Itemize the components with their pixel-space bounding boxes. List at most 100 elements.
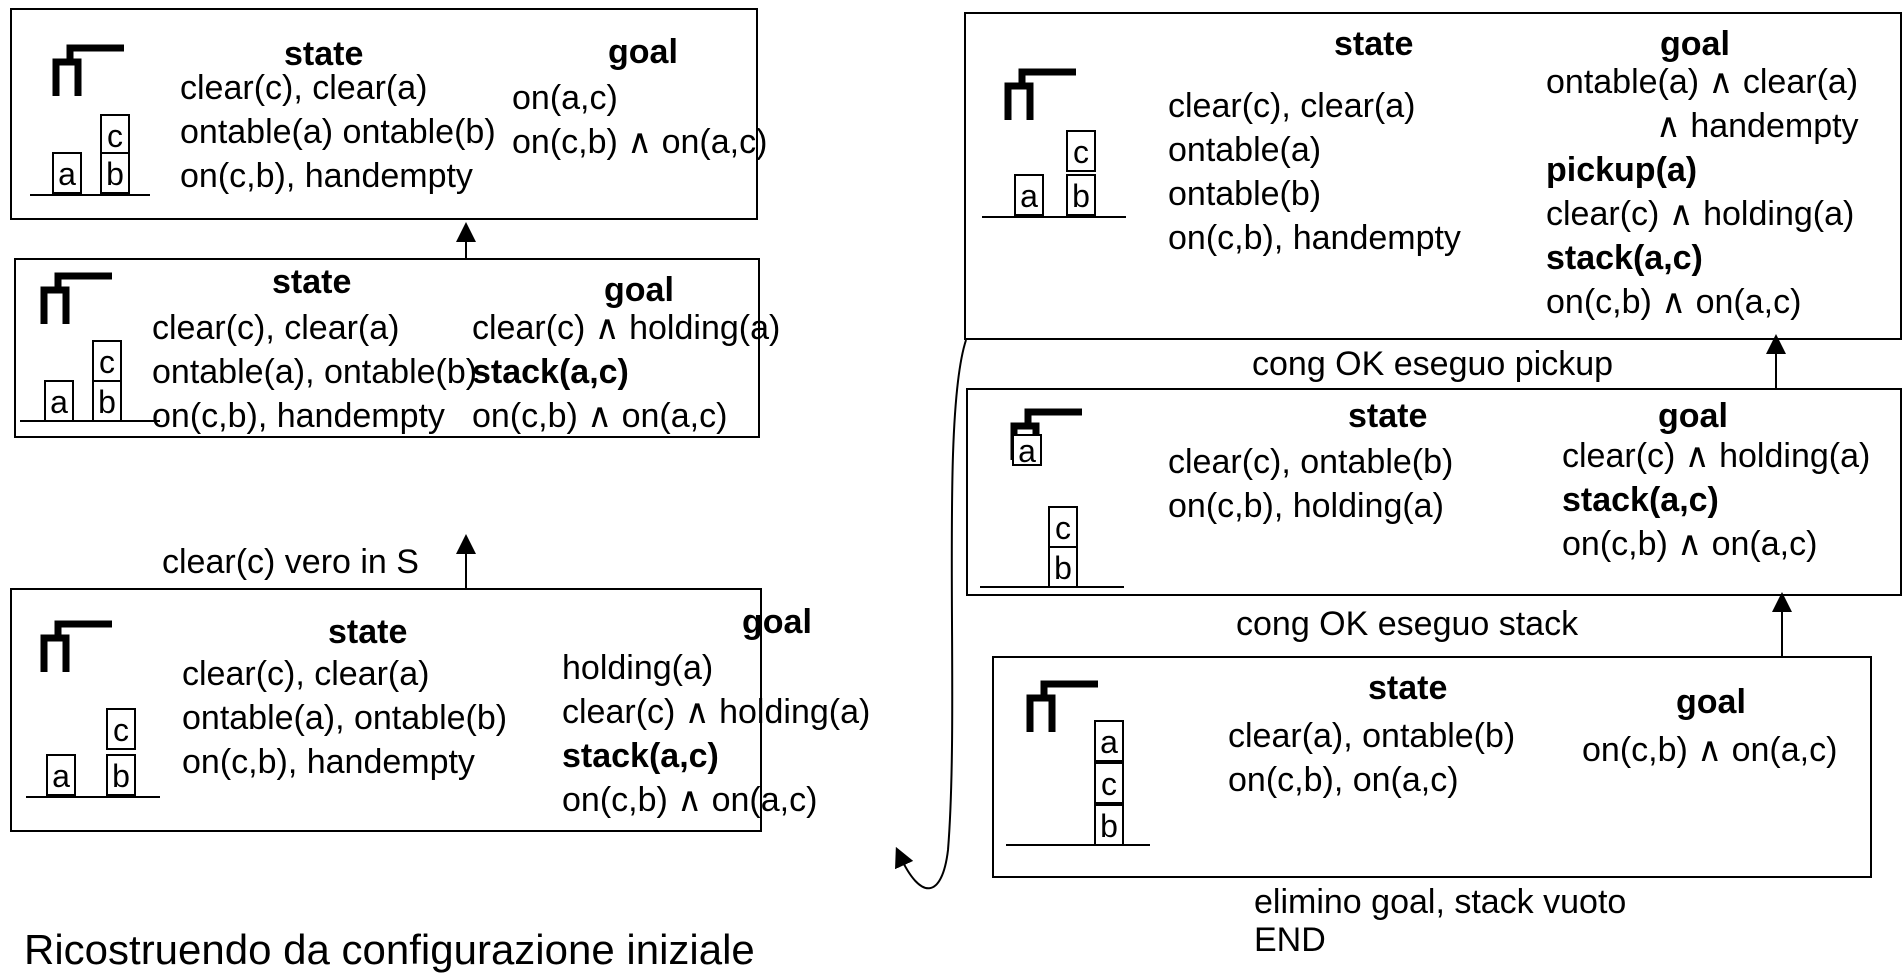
robot-arm-icon: [40, 272, 112, 324]
state-header: state: [1334, 25, 1414, 63]
goal-list: on(c,b) ∧ on(a,c): [1582, 728, 1837, 772]
state-list: clear(a), ontable(b) on(c,b), on(a,c): [1228, 714, 1515, 802]
goal-line: on(c,b) ∧ on(a,c): [1546, 283, 1802, 321]
goal-line: stack(a,c): [472, 353, 629, 391]
table-line: [1006, 844, 1150, 846]
block-c: c: [1048, 506, 1078, 548]
goal-list: ontable(a) ∧ clear(a) ∧ handempty pickup…: [1546, 60, 1859, 324]
panel-holding-step: c a b state clear(c), clear(a) ontable(a…: [10, 588, 870, 832]
block-c: c: [92, 340, 122, 382]
goal-header: goal: [1658, 397, 1728, 435]
state-line: clear(c), clear(a): [180, 69, 428, 107]
goal-line: on(c,b) ∧ on(a,c): [512, 123, 768, 161]
state-header: state: [328, 613, 408, 651]
goal-line: clear(c) ∧ holding(a): [1562, 437, 1871, 475]
table-line: [20, 420, 160, 422]
goal-line: pickup(a): [1546, 151, 1698, 189]
goal-line: on(c,b) ∧ on(a,c): [1582, 731, 1838, 769]
state-line: on(c,b), on(a,c): [1228, 761, 1459, 799]
block-a-held: a: [1012, 434, 1042, 467]
note-cong-stack: cong OK eseguo stack: [1236, 605, 1579, 643]
state-line: clear(c), ontable(b): [1168, 443, 1454, 481]
table-line: [26, 796, 160, 798]
state-line: on(c,b), holding(a): [1168, 487, 1444, 525]
state-line: clear(c), clear(a): [1168, 87, 1416, 125]
panel-pickup-step: c a b state clear(c), clear(a) ontable(a…: [964, 12, 1902, 340]
state-header: state: [284, 35, 364, 73]
table-line: [980, 586, 1124, 588]
table-line: [30, 194, 150, 196]
state-line: on(c,b), handempty: [180, 157, 473, 195]
state-line: ontable(a), ontable(b): [182, 699, 508, 737]
robot-arm-icon: [52, 44, 124, 96]
robot-arm-icon: [1004, 68, 1076, 120]
goal-header: goal: [1676, 683, 1746, 721]
block-b: b: [1048, 546, 1078, 588]
state-list: clear(c), clear(a) ontable(a), ontable(b…: [152, 306, 477, 438]
state-line: clear(c), clear(a): [182, 655, 430, 693]
state-line: ontable(a), ontable(b): [152, 353, 478, 391]
panel-final-state: a c b state clear(a), ontable(b) on(c,b)…: [992, 656, 1872, 878]
block-c: c: [1066, 130, 1096, 172]
goal-list: clear(c) ∧ holding(a) stack(a,c) on(c,b)…: [472, 306, 780, 438]
state-line: clear(c), clear(a): [152, 309, 400, 347]
goal-header: goal: [742, 603, 812, 641]
block-a: a: [46, 754, 76, 796]
goal-line: clear(c) ∧ holding(a): [472, 309, 781, 347]
panel-holding-state: a c b state clear(c), ontable(b) on(c,b)…: [966, 388, 1902, 596]
state-list: clear(c), clear(a) ontable(a) ontable(b)…: [180, 66, 496, 198]
note-elimino: elimino goal, stack vuoto: [1254, 883, 1627, 921]
robot-arm-icon: [40, 620, 112, 672]
state-line: on(c,b), handempty: [182, 743, 475, 781]
block-b: b: [1094, 804, 1124, 846]
panel-initial-state: c a b state clear(c), clear(a) ontable(a…: [10, 8, 767, 220]
robot-arm-icon: [1026, 680, 1098, 732]
state-line: clear(a), ontable(b): [1228, 717, 1516, 755]
block-a: a: [52, 152, 82, 194]
block-b: b: [100, 152, 130, 194]
goal-list: holding(a) clear(c) ∧ holding(a) stack(a…: [562, 646, 870, 822]
goal-line: clear(c) ∧ holding(a): [562, 693, 871, 731]
goal-header: goal: [1660, 25, 1730, 63]
table-line: [982, 216, 1126, 218]
goal-line: on(c,b) ∧ on(a,c): [562, 781, 818, 819]
block-b: b: [1066, 174, 1096, 216]
goal-line: on(c,b) ∧ on(a,c): [472, 397, 728, 435]
panel-stack-step: c a b state clear(c), clear(a) ontable(a…: [14, 258, 780, 438]
goal-list: clear(c) ∧ holding(a) stack(a,c) on(c,b)…: [1562, 434, 1870, 566]
note-clear-vero: clear(c) vero in S: [162, 543, 419, 581]
goal-line: holding(a): [562, 649, 714, 687]
block-b: b: [106, 754, 136, 796]
block-c: c: [1094, 762, 1124, 804]
state-line: ontable(a): [1168, 131, 1322, 169]
note-end: END: [1254, 921, 1326, 959]
block-a: a: [1094, 720, 1124, 762]
goal-list: on(a,c) on(c,b) ∧ on(a,c): [512, 76, 767, 164]
note-cong-pickup: cong OK eseguo pickup: [1252, 345, 1614, 383]
state-list: clear(c), clear(a) ontable(a) ontable(b)…: [1168, 84, 1461, 260]
goal-line: ∧ handempty: [1656, 107, 1859, 145]
goal-line: stack(a,c): [1562, 481, 1719, 519]
state-line: on(c,b), handempty: [1168, 219, 1461, 257]
state-list: clear(c), clear(a) ontable(a), ontable(b…: [182, 652, 507, 784]
goal-header: goal: [604, 271, 674, 309]
block-b: b: [92, 380, 122, 422]
goal-header: goal: [608, 33, 678, 71]
goal-line: on(c,b) ∧ on(a,c): [1562, 525, 1818, 563]
goal-line: on(a,c): [512, 79, 618, 117]
goal-line: clear(c) ∧ holding(a): [1546, 195, 1855, 233]
goal-line: stack(a,c): [562, 737, 719, 775]
goal-line: ontable(a) ∧ clear(a): [1546, 63, 1859, 101]
state-line: ontable(a) ontable(b): [180, 113, 496, 151]
block-a: a: [44, 380, 74, 422]
state-list: clear(c), ontable(b) on(c,b), holding(a): [1168, 440, 1453, 528]
state-header: state: [272, 263, 352, 301]
state-header: state: [1348, 397, 1428, 435]
arrow-curve-back: [895, 339, 967, 890]
state-line: on(c,b), handempty: [152, 397, 445, 435]
state-line: ontable(b): [1168, 175, 1322, 213]
block-c: c: [106, 708, 136, 750]
block-a: a: [1014, 174, 1044, 216]
goal-line: stack(a,c): [1546, 239, 1703, 277]
